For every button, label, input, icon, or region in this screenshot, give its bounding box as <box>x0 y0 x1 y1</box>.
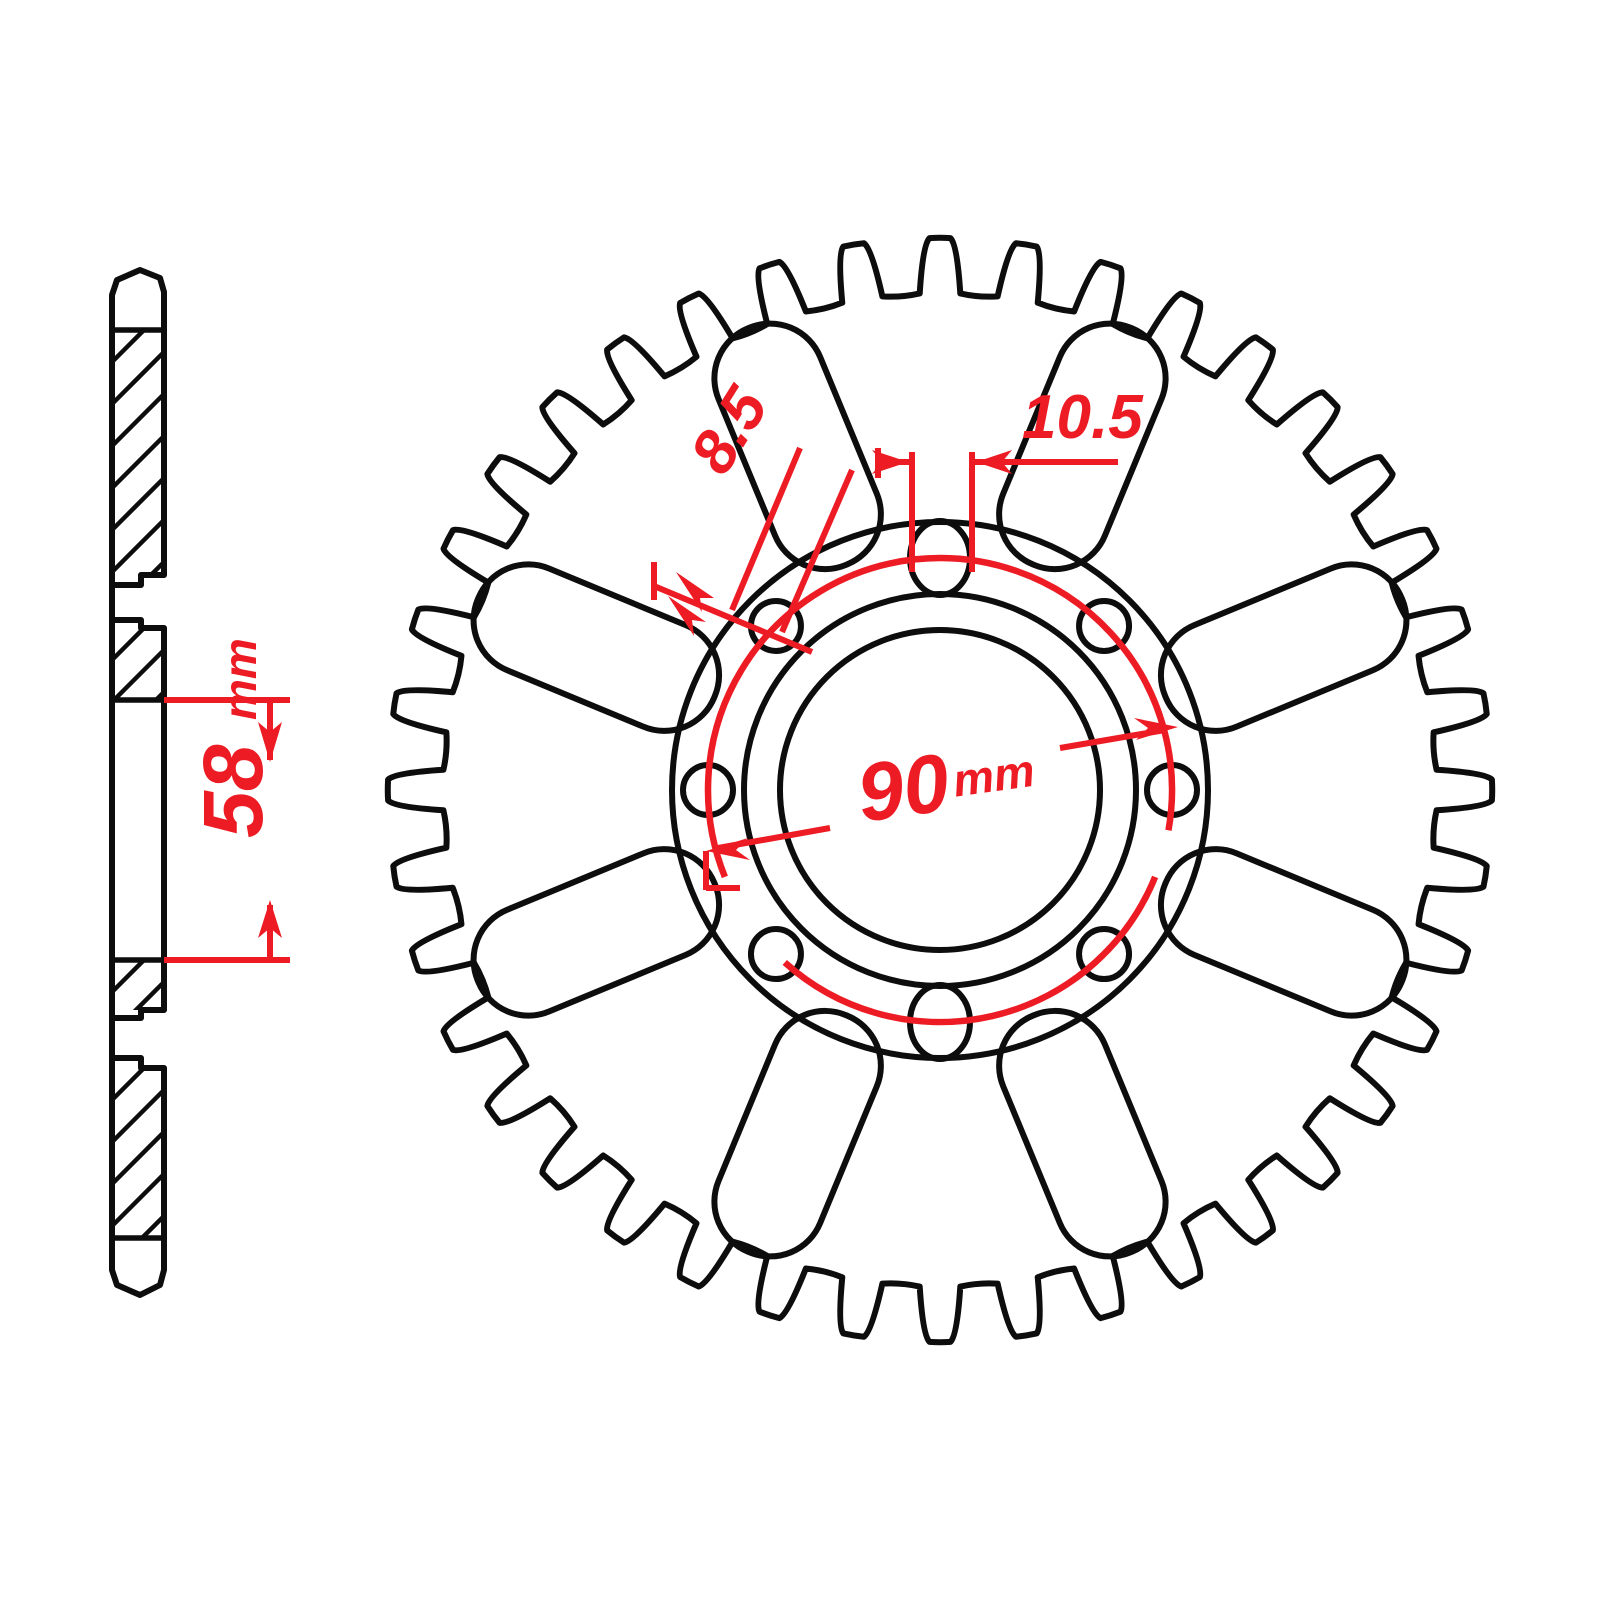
sprocket-teeth-outline <box>384 234 1496 1346</box>
section-hatch-line <box>102 1290 174 1362</box>
front-face-view <box>384 234 1496 1346</box>
dim-90-value: 90 <box>852 737 955 840</box>
lightening-holes-group <box>470 320 1410 1260</box>
lightening-hole <box>1157 561 1410 734</box>
dimension-bolt-circle-90mm: 90 mm <box>703 554 1178 1026</box>
bolt-circle-arc-lower <box>782 875 1159 1026</box>
dim-90-arrow-right <box>1134 718 1178 740</box>
dimension-large-hole-10-5: 10.5 <box>872 383 1144 572</box>
lightening-hole <box>996 1007 1169 1260</box>
bolt-circle-arc-upper <box>704 554 1176 879</box>
dim-58-arrow-bottom <box>258 900 282 938</box>
dim-105-arrow-right <box>976 450 1012 474</box>
dim-90-unit: mm <box>950 744 1038 807</box>
dim-58-label-group: 58 mm <box>186 638 280 838</box>
section-hatch-line <box>102 174 174 246</box>
lightening-hole <box>996 320 1169 573</box>
side-view-profile <box>109 267 167 1298</box>
bolt-hole-small <box>1076 597 1133 654</box>
lightening-hole <box>470 561 723 734</box>
section-hatch-line <box>102 216 174 288</box>
dim-90-label-group: 90 mm <box>852 737 1038 840</box>
dim-85-dimline <box>652 583 814 655</box>
dim-85-label-group: 8.5 <box>677 374 782 485</box>
dim-85-ext-a <box>729 446 803 612</box>
dim-58-value: 58 <box>186 744 280 838</box>
bolt-hole-small <box>747 926 804 983</box>
dim-58-arrow-top <box>258 722 282 762</box>
lightening-hole <box>711 320 884 573</box>
lightening-hole <box>1157 846 1410 1019</box>
dim-85-value: 8.5 <box>677 374 782 485</box>
hub-bore-ring <box>777 627 1103 953</box>
lightening-hole <box>470 846 723 1019</box>
bolt-hole-small <box>1076 926 1133 983</box>
lightening-hole <box>711 1007 884 1260</box>
dim-85-ext-b <box>779 468 855 634</box>
dim-90-arrow-left <box>706 838 750 860</box>
dim-85-arrow-lower <box>668 596 706 636</box>
dim-58-unit: mm <box>214 638 266 720</box>
dimension-thickness-58mm: 58 mm <box>164 638 290 963</box>
dim-85-arrow-upper <box>676 572 714 612</box>
side-section-view <box>102 174 174 1362</box>
dim-105-value: 10.5 <box>1022 383 1144 452</box>
side-view-section-lines <box>109 327 167 1241</box>
